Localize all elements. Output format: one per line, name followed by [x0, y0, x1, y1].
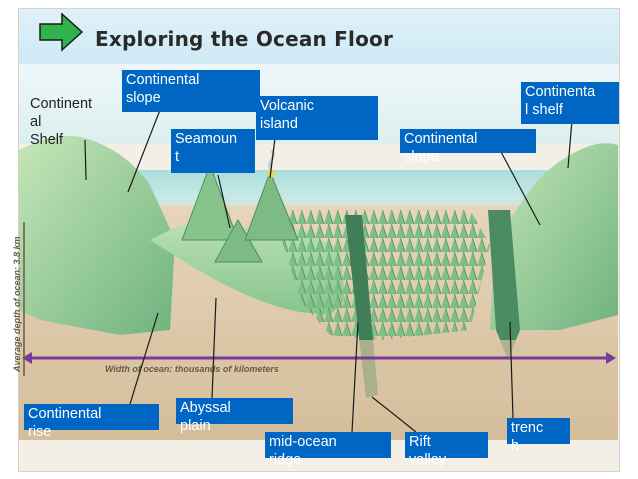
- label-mid-ocean-ridge: mid-ocean ridge: [265, 432, 391, 458]
- depth-axis-label: Average depth of ocean: 3.8 km: [12, 236, 22, 373]
- label-continental-shelf-left: Continent al Shelf: [26, 94, 112, 150]
- label-seamount: Seamoun t: [171, 129, 255, 173]
- next-arrow-icon[interactable]: [38, 12, 84, 52]
- label-continental-rise: Continental rise: [24, 404, 159, 430]
- label-trench: trenc h: [507, 418, 570, 444]
- label-continental-slope-left: Continental slope: [122, 70, 260, 112]
- label-rift-valley: Rift valley: [405, 432, 488, 458]
- label-abyssal-plain: Abyssal plain: [176, 398, 293, 424]
- label-continental-shelf-right: Continenta l shelf: [521, 82, 619, 124]
- width-axis-label: Width of ocean: thousands of kilometers: [105, 364, 279, 374]
- label-continental-slope-right: Continental slope: [400, 129, 536, 153]
- left-continent: [19, 136, 175, 335]
- label-volcanic-island: Volcanic island: [256, 96, 378, 140]
